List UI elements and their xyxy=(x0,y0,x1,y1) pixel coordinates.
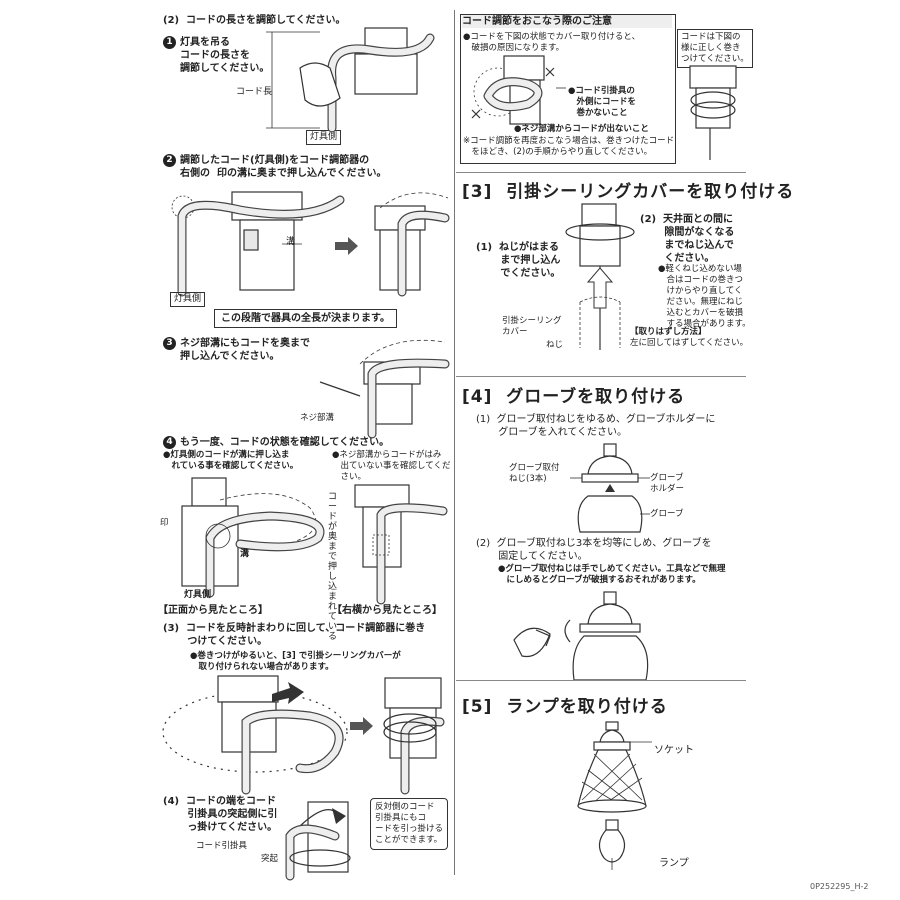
correct-wrap-box: コードは下図の 様に正しく巻き つけてください。 xyxy=(677,29,753,68)
cover-step-1: (1) ねじがはまる まで押し込ん でください。 xyxy=(476,242,561,279)
globe-step-1: (1) グローブ取付ねじをゆるめ、グローブホルダーに グローブを入れてください。 xyxy=(476,414,716,438)
globe-tighten-illustration xyxy=(513,591,649,681)
other-side-hook-box: 反対側のコード 引掛具にもコ ードを引っ掛ける ことができます。 xyxy=(370,798,449,850)
removal-title: 【取りはずし方法】 xyxy=(630,327,707,337)
step-4-text: もう一度、コードの状態を確認してください。 xyxy=(180,437,390,448)
document-code: 0P252295_H-2 xyxy=(810,882,869,891)
side-view-caption: 【右横から見たところ】 xyxy=(332,605,442,616)
side-view-illustration xyxy=(354,484,448,605)
caution-note-outside: ●コード引掛具の 外側にコードを 巻かないこと xyxy=(568,86,637,118)
step-2-text: 調節したコード(灯具側)をコード調節器の 右側の 印の溝に奥まで押し込んでくださ… xyxy=(180,155,387,179)
section-4-heading: [4] グローブを取り付ける xyxy=(462,387,686,407)
step-4-note-left: ●灯具側のコードが溝に押し込ま れている事を確認してください。 xyxy=(163,450,299,471)
rotate-arrow-icon xyxy=(565,223,635,241)
cord-pushed-vertical-label: コードが奥まで押し込まれている xyxy=(328,492,338,642)
bump-label: 突起 xyxy=(261,854,279,864)
section-3-heading: [3] 引掛シーリングカバーを取り付ける xyxy=(462,182,795,202)
arrow-right-icon-2 xyxy=(350,717,373,735)
globe-screw-label: グローブ取付 ねじ(3本) xyxy=(509,463,560,484)
cover-label: 引掛シーリング カバー xyxy=(502,316,562,337)
lamp-label: ランプ xyxy=(659,858,689,869)
cover-note: ●軽くねじ込めない場 合はコードの巻きつ けからやり直してく ださい。無理にねじ… xyxy=(658,264,751,329)
caution-note-screw: ●ネジ部溝からコードが出ないこと xyxy=(514,124,649,134)
step-number-2-icon: 2 xyxy=(163,154,176,167)
hook-illustration xyxy=(285,801,351,881)
screw-groove-illustration xyxy=(319,339,450,439)
step-number-3-icon: 3 xyxy=(163,337,176,350)
cord-length-label: コード長 xyxy=(236,87,273,97)
length-fixed-note: この段階で器具の全長が決まります。 xyxy=(214,309,397,328)
globe-step-2: (2) グローブ取付ねじ3本を均等にしめ、グローブを 固定してください。 xyxy=(476,538,712,562)
caution-title: コード調節をおこなう際のご注意 xyxy=(462,15,672,28)
step-number-1-icon: 1 xyxy=(163,36,176,49)
cord-hook-label: コード引掛具 xyxy=(196,841,248,851)
groove-label-2: 溝 xyxy=(240,549,250,559)
column-divider xyxy=(454,10,455,875)
cord-length-illustration xyxy=(266,27,435,133)
socket-label: ソケット xyxy=(654,745,694,756)
caution-line-1: ●コードを下図の状態でカバー取り付けると、 破損の原因になります。 xyxy=(463,32,641,53)
correct-wrap-illustration xyxy=(689,65,737,160)
groove-label: 溝 xyxy=(286,237,296,247)
ceiling-cover-illustration xyxy=(565,203,635,350)
step-number-4-icon: 4 xyxy=(163,436,176,449)
cross-mark-icon xyxy=(545,67,555,77)
step-4-note-right: ●ネジ部溝からコードがはみ 出ていない事を確認してくだ さい。 xyxy=(332,450,451,482)
globe-label: グローブ xyxy=(650,509,684,519)
lamp-illustration xyxy=(577,721,652,870)
step-3-wrap-text: (3) コードを反時計まわりに回して、コード調節器に巻き つけてください。 xyxy=(163,623,426,647)
step-4-hook-text: (4) コードの端をコード 引掛具の突起側に引 っ掛けてください。 xyxy=(163,796,278,833)
front-view-caption: 【正面から見たところ】 xyxy=(158,605,268,616)
fixture-side-label-3: 灯具側 xyxy=(184,590,212,600)
step-2-heading: (2) コードの長さを調節してください。 xyxy=(163,15,346,26)
screw-label: ねじ xyxy=(546,340,564,350)
arrow-right-icon xyxy=(335,237,358,255)
step-3-text: ネジ部溝にもコードを奥まで 押し込んでください。 xyxy=(180,338,310,362)
divider-3 xyxy=(456,680,746,681)
cord-groove-illustration xyxy=(171,191,450,297)
front-view-illustration xyxy=(181,477,325,598)
globe-holder-label: グローブ ホルダー xyxy=(650,473,685,494)
caution-box xyxy=(460,14,676,164)
removal-text: 左に回してはずしてください。 xyxy=(630,338,749,348)
section-5-heading: [5] ランプを取り付ける xyxy=(462,697,668,717)
step-1-text: 灯具を吊る コードの長さを 調節してください。 xyxy=(180,37,270,74)
fixture-side-label-2: 灯具側 xyxy=(170,292,206,307)
divider-1 xyxy=(456,172,746,173)
fixture-side-label: 灯具側 xyxy=(306,130,342,145)
wrap-cord-illustration xyxy=(162,675,445,795)
divider-2 xyxy=(456,376,746,377)
screw-groove-label: ネジ部溝 xyxy=(300,413,335,423)
caution-note-redo: ※コード調節を再度おこなう場合は、巻きつけたコード をほどき、(2)の手順からや… xyxy=(463,136,675,157)
globe-holder-illustration xyxy=(570,443,650,533)
step-3-wrap-note: ●巻きつけがゆるいと、[3] で引掛シーリングカバーが 取り付けられない場合があ… xyxy=(190,651,401,672)
globe-step-2-note: ●グローブ取付ねじは手でしめてください。工具などで無理 にしめるとグローブが破損… xyxy=(498,564,726,585)
caution-illustration xyxy=(471,55,566,125)
cover-step-2: (2) 天井面との間に 隙間がなくなる までねじ込んで ください。 xyxy=(640,214,735,264)
cross-mark-icon-2 xyxy=(471,109,481,119)
mark-label: 印 xyxy=(160,518,169,528)
